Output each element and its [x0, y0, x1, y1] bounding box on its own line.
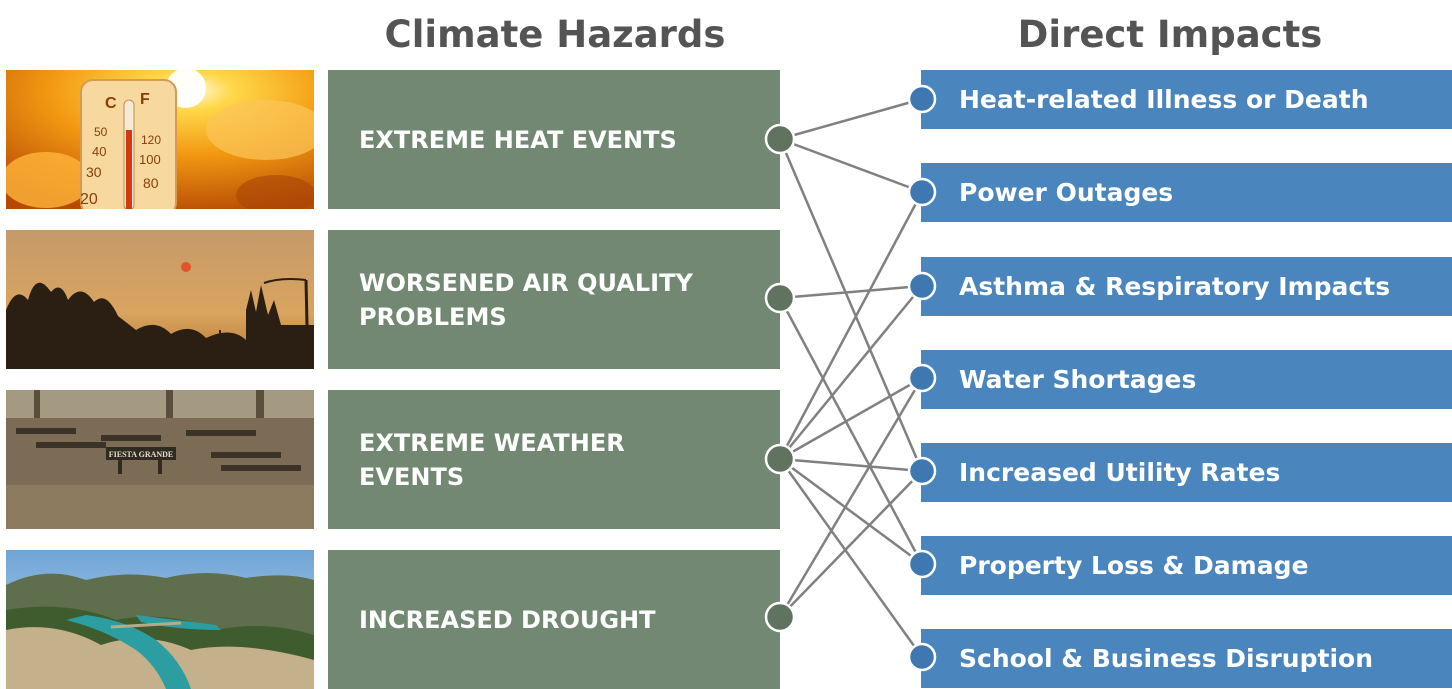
impact-box-asthma: Asthma & Respiratory Impacts: [921, 257, 1452, 316]
impact-box-utility-rates: Increased Utility Rates: [921, 443, 1452, 502]
connector-line: [779, 285, 923, 460]
connector-line: [778, 377, 924, 618]
hazard-label: INCREASED DROUGHT: [359, 605, 656, 634]
connector-line: [779, 457, 923, 566]
hazard-label: EXTREME HEAT EVENTS: [359, 125, 677, 154]
direct-impacts-heading: Direct Impacts: [1017, 13, 1323, 56]
impact-box-power-outages: Power Outages: [921, 163, 1452, 222]
impact-label: Heat-related Illness or Death: [959, 85, 1369, 114]
hazard-box-air-quality: WORSENED AIR QUALITY PROBLEMS: [328, 230, 780, 369]
connector-line: [779, 457, 923, 473]
hazard-label: EXTREME WEATHER EVENTS: [359, 428, 625, 491]
impact-box-school-business: School & Business Disruption: [921, 629, 1452, 688]
impact-box-water-shortages: Water Shortages: [921, 350, 1452, 409]
thermo-c-label: C: [105, 95, 117, 112]
impact-label: Water Shortages: [959, 365, 1197, 394]
thermo-tick-label: 120: [141, 133, 161, 147]
park-sign-text: FIESTA GRANDE: [109, 450, 174, 459]
climate-hazards-heading: Climate Hazards: [384, 13, 726, 56]
impact-box-heat-illness: Heat-related Illness or Death: [921, 70, 1452, 129]
connector-line: [778, 458, 924, 658]
impact-box-property-loss: Property Loss & Damage: [921, 536, 1452, 595]
park-sign: [106, 447, 176, 460]
thermometer-sun-photo: C F 50 120 40 100 30 80 20: [6, 70, 314, 209]
connector-line: [779, 376, 923, 461]
hazard-box-extreme-weather: EXTREME WEATHER EVENTS: [328, 390, 780, 529]
impact-label: Power Outages: [959, 178, 1174, 207]
connector-line: [778, 297, 924, 565]
thermo-tick-label: 20: [80, 191, 98, 208]
impact-label: Asthma & Respiratory Impacts: [959, 272, 1391, 301]
connector-line: [779, 97, 923, 141]
hazard-label: WORSENED AIR QUALITY PROBLEMS: [359, 268, 693, 331]
flooded-park-photo: FIESTA GRANDE: [6, 390, 314, 529]
thermo-tick-label: 30: [86, 164, 102, 180]
connector-line: [778, 191, 924, 460]
impact-label: School & Business Disruption: [959, 644, 1373, 673]
connector-line: [779, 137, 923, 194]
impact-label: Property Loss & Damage: [959, 551, 1309, 580]
thermo-tick-label: 50: [94, 125, 108, 139]
impact-label: Increased Utility Rates: [959, 458, 1281, 487]
low-reservoir-photo: [6, 550, 314, 689]
smoky-sky-trees-photo: [6, 230, 314, 369]
thermo-tick-label: 40: [92, 144, 106, 159]
hazard-box-drought: INCREASED DROUGHT: [328, 550, 780, 689]
connector-line: [779, 284, 923, 300]
hazard-box-extreme-heat: EXTREME HEAT EVENTS: [328, 70, 780, 209]
connector-line: [779, 470, 923, 618]
thermo-tick-label: 100: [139, 152, 161, 167]
thermo-tick-label: 80: [143, 175, 159, 191]
thermo-f-label: F: [140, 91, 150, 108]
connector-line: [778, 138, 924, 472]
